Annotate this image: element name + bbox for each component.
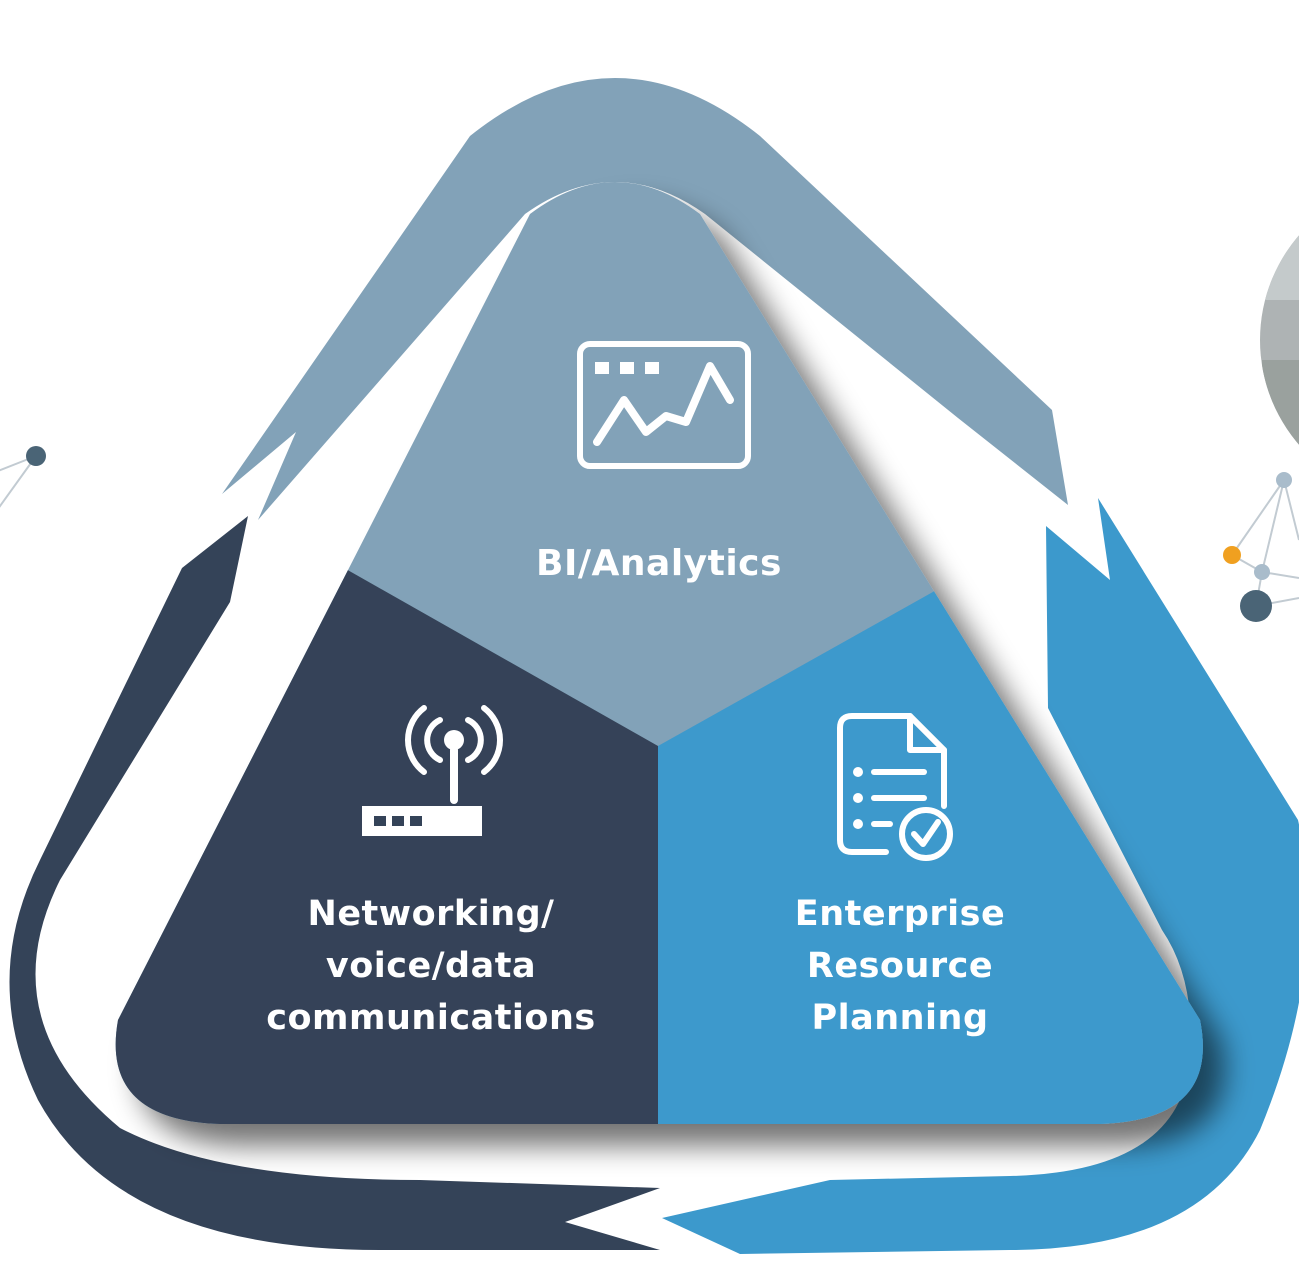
label-line: Networking/ (307, 894, 555, 934)
checklist-document-icon (837, 713, 953, 861)
cycle-arrow-top (222, 78, 1068, 520)
label-erp: Enterprise Resource Planning (700, 888, 1100, 1044)
label-networking: Networking/ voice/data communications (211, 888, 651, 1044)
label-line: communications (266, 998, 596, 1038)
wifi-router-icon (362, 705, 503, 836)
network-decoration-left (0, 446, 46, 508)
network-node (1254, 564, 1270, 580)
label-bi-analytics: BI/Analytics (459, 540, 859, 588)
label-line: Resource (806, 946, 994, 986)
network-node (1276, 472, 1292, 488)
analytics-chart-icon (577, 341, 751, 469)
network-node (1240, 590, 1272, 622)
label-line: Enterprise (794, 894, 1006, 934)
network-node (1223, 546, 1241, 564)
photo-circle (1260, 180, 1299, 500)
label-line: voice/data (325, 946, 537, 986)
label-line: BI/Analytics (536, 543, 782, 584)
network-decoration-right (1223, 180, 1299, 622)
network-node (26, 446, 46, 466)
cycle-arrow-right (662, 498, 1299, 1254)
cycle-arrows (9, 78, 1299, 1254)
label-line: Planning (811, 998, 989, 1038)
